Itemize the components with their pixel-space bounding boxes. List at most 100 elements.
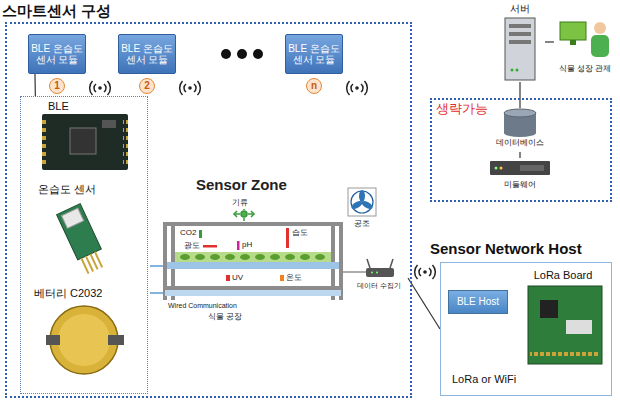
- node-text: LoRa or WiFi: [452, 373, 516, 386]
- module-box: BLE 온습도 센서 모듈: [118, 34, 176, 74]
- connector-line: [545, 41, 554, 42]
- node-text: 스마트센서 구성: [2, 2, 111, 19]
- connector-line: [519, 82, 520, 108]
- lora-board-image: [528, 286, 602, 364]
- middleware-icon: [520, 165, 544, 171]
- plant-factory: [195, 254, 205, 260]
- lora-board-image: [528, 286, 602, 364]
- node-text: 데이터 수집기: [350, 282, 408, 290]
- node-text: BLE: [48, 100, 69, 113]
- node-text: BLE Host: [457, 296, 499, 308]
- part-label: 온도: [286, 273, 302, 282]
- fan-icon: [348, 188, 376, 216]
- fan-icon: [361, 199, 374, 210]
- plant-factory: [163, 222, 343, 226]
- wireless-icon: [180, 81, 201, 95]
- node-text: Sensor Network Host: [430, 240, 582, 257]
- sensor-markers: [203, 245, 217, 248]
- wireless-icon: [347, 81, 368, 95]
- plant-factory: [225, 254, 235, 260]
- database-icon: [504, 109, 536, 137]
- plant-factory: [150, 222, 366, 300]
- ble-chip-image: [102, 120, 116, 128]
- sensor-markers: [280, 275, 284, 281]
- sensor-image: [62, 208, 84, 228]
- connector-line: [519, 152, 520, 158]
- plant-factory: [175, 252, 331, 262]
- database-icon: [504, 129, 536, 137]
- fan-icon: [351, 191, 373, 213]
- wireless-icon: [415, 265, 436, 279]
- airflow-icon: [241, 211, 247, 217]
- operator-icon: [594, 22, 606, 34]
- plant-factory: [315, 254, 325, 260]
- process-box: BLE Host: [448, 290, 508, 314]
- router-icon: [371, 272, 373, 274]
- part-label: CO2: [180, 228, 196, 237]
- plant-factory: [167, 262, 339, 269]
- battery-image: [46, 306, 124, 374]
- connector-line: [408, 278, 440, 329]
- node-text: 서버: [495, 3, 545, 15]
- plant-factory: [150, 266, 163, 293]
- database-icon: [504, 109, 536, 117]
- part-label: 식물 공장: [208, 312, 242, 321]
- node-text: BLE 온습도 센서 모듈: [31, 43, 83, 66]
- ellipsis-dots: [237, 49, 247, 59]
- module-box: BLE 온습도 센서 모듈: [28, 34, 86, 74]
- plant-factory: [343, 271, 366, 272]
- node-text: LoRa Board: [520, 269, 606, 282]
- plant-factory: [300, 254, 310, 260]
- server-node: 서버: [495, 2, 545, 82]
- operator-icon: [560, 22, 609, 57]
- plant-factory: [210, 254, 220, 260]
- plant-factory: [240, 254, 250, 260]
- router-icon: [366, 268, 394, 277]
- router-icon: [367, 259, 393, 268]
- node-text: BLE 온습도 센서 모듈: [121, 43, 173, 66]
- callout-number: n: [306, 78, 322, 94]
- battery-image: [58, 314, 110, 366]
- lora-board-image: [566, 320, 592, 334]
- parts-panel: BLE온습도 센서베터리 C2032: [20, 96, 148, 394]
- wireless-icon: [90, 81, 111, 95]
- part-label: 공조: [354, 219, 370, 228]
- airflow-icon: [235, 209, 253, 221]
- part-label: 습도: [292, 228, 308, 237]
- ellipsis-dots: [221, 49, 263, 59]
- airflow-icon: [234, 211, 254, 217]
- server-icon: [505, 18, 535, 80]
- sensor-markers: [237, 241, 240, 250]
- server-icon: [509, 40, 531, 44]
- ble-chip-image: [42, 118, 47, 166]
- collector-node: 데이터 수집기: [350, 262, 408, 294]
- node-text: 1: [54, 80, 60, 92]
- sensor-image: [57, 204, 109, 276]
- part-label: Wired Communication: [168, 302, 237, 310]
- part-label: UV: [232, 273, 243, 282]
- server-icon: [509, 24, 531, 28]
- part-label: pH: [242, 240, 252, 249]
- optional-box: 생략가능데이터베이스미들웨어: [430, 98, 612, 202]
- node-text: 2: [144, 80, 150, 92]
- ble-chip-image: [123, 118, 128, 166]
- plant-factory: [270, 254, 280, 260]
- fan-icon: [350, 199, 363, 210]
- node-text: 미들웨어: [480, 180, 560, 189]
- server-icon: [505, 18, 535, 80]
- node-text: BLE 온습도 센서 모듈: [288, 43, 340, 66]
- connector-line: [34, 74, 36, 96]
- database-node: 데이터베이스: [490, 108, 550, 152]
- plant-factory: [285, 254, 295, 260]
- ellipsis-dots: [221, 49, 231, 59]
- router-icon: [376, 272, 378, 274]
- router-icon: [366, 259, 394, 277]
- lora-board-image: [530, 352, 600, 360]
- ble-chip-image: [70, 128, 96, 154]
- node-text: 베터리 C2032: [34, 287, 102, 300]
- group-box: 스마트센서 구성BLE 온습도 센서 모듈BLE 온습도 센서 모듈BLE 온습…: [5, 22, 412, 398]
- sensor-image: [57, 204, 102, 260]
- callout-number: 1: [49, 78, 65, 94]
- server-icon: [516, 69, 519, 72]
- operator-node: 식물 성장 관제: [554, 5, 616, 79]
